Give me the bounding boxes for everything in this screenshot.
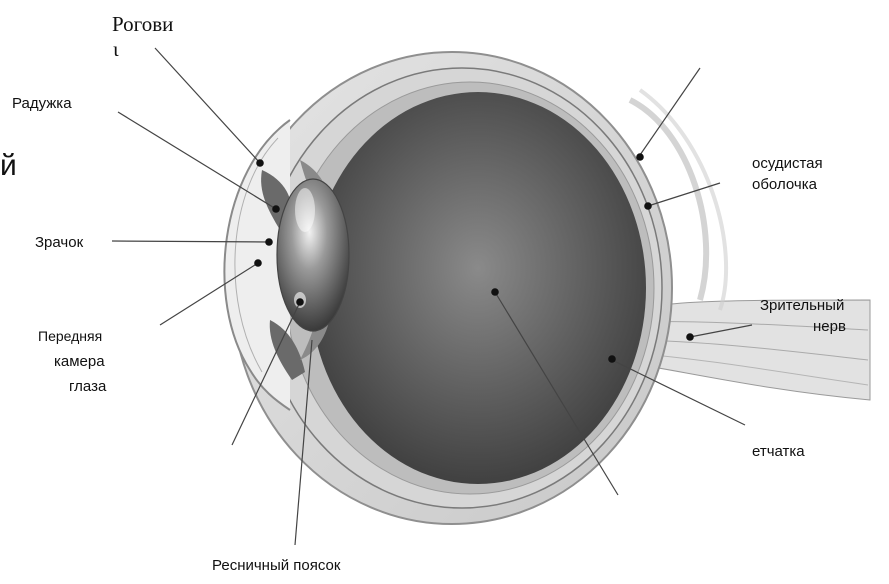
- label-anterior-3: глаза: [69, 378, 106, 395]
- label-retina: етчатка: [752, 443, 805, 460]
- label-choroid-1: осудистая: [752, 155, 823, 172]
- label-optic-1: Зрительный: [760, 297, 844, 314]
- label-cornea-1: Рогови: [112, 12, 173, 36]
- label-iris: Радужка: [12, 95, 72, 112]
- label-ciliary: Ресничный поясок: [212, 557, 340, 574]
- label-choroid-2: оболочка: [752, 176, 817, 193]
- vitreous-body: [310, 92, 646, 484]
- label-anterior-2: камера: [54, 353, 105, 370]
- label-pupil: Зрачок: [35, 234, 83, 251]
- label-anterior-1: Передняя: [38, 328, 102, 345]
- label-cut-glyph: й: [0, 150, 17, 182]
- label-cornea-2: ι: [113, 37, 119, 61]
- label-optic-2: нерв: [813, 318, 846, 335]
